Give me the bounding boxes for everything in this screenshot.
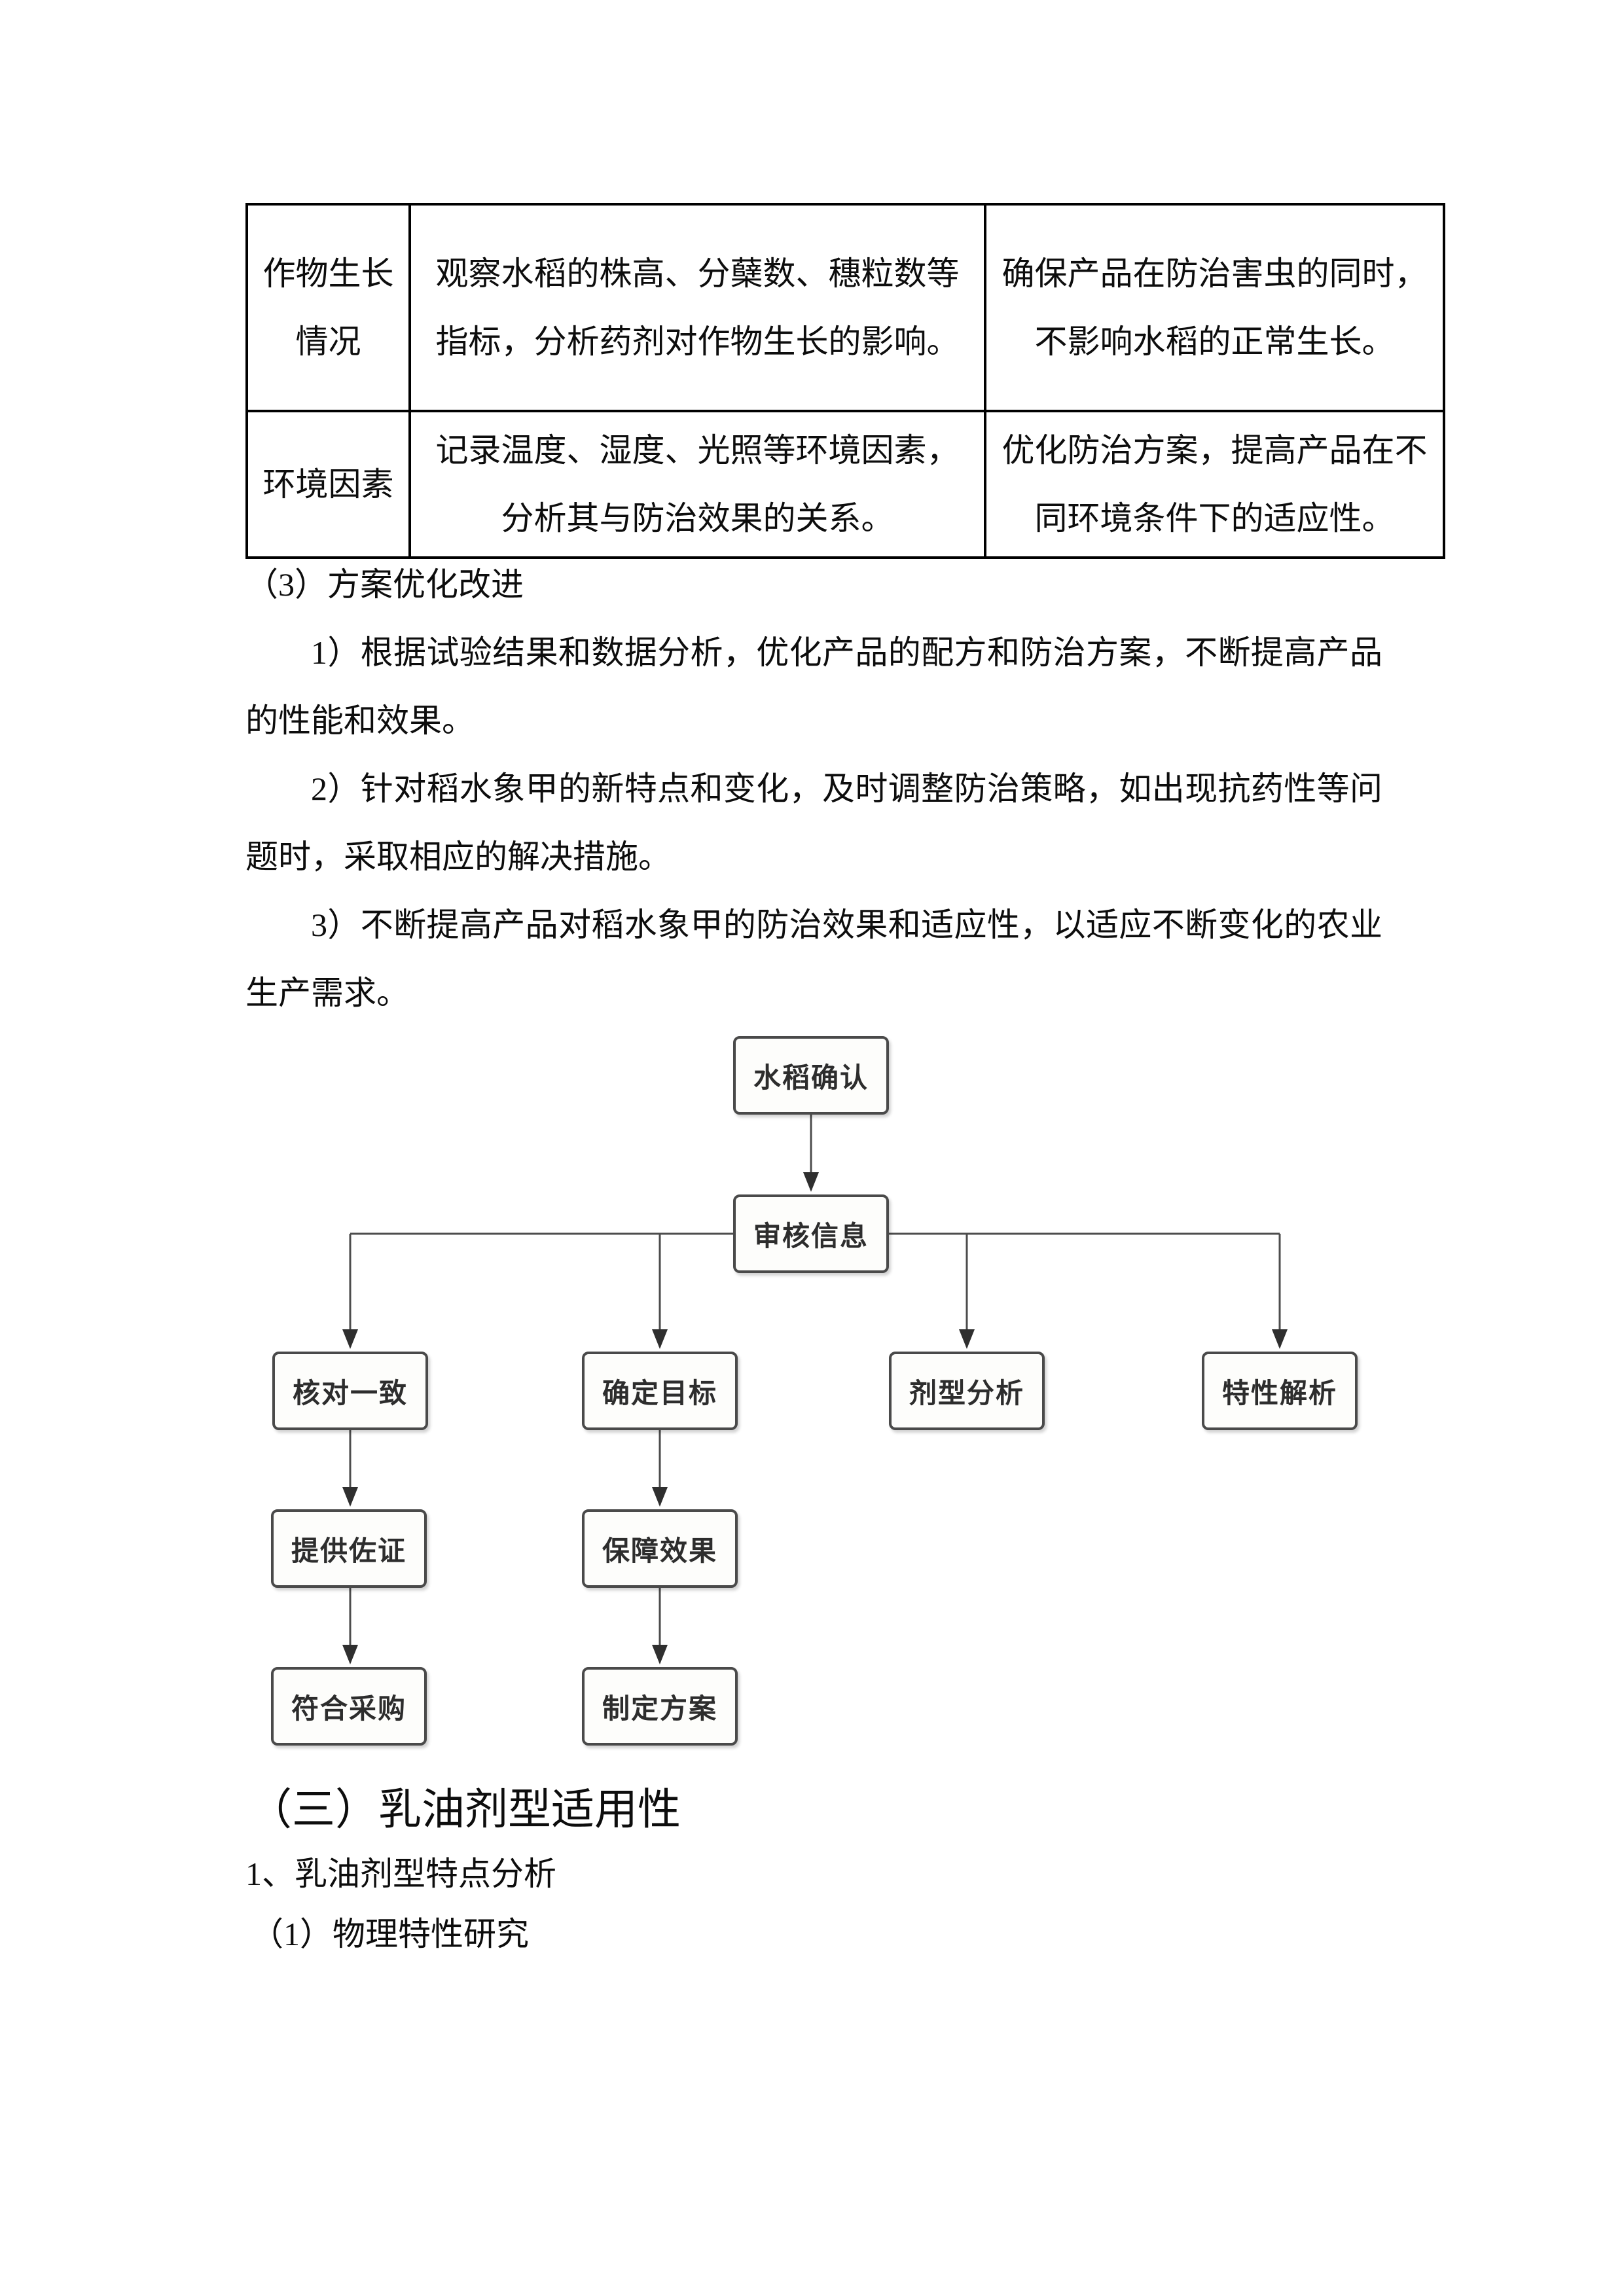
paragraph: 2）针对稻水象甲的新特点和变化，及时调整防治策略，如出现抗药性等问题时，采取相应… <box>245 770 1382 875</box>
section-subheading-2: （1）物理特性研究 <box>251 1916 529 1952</box>
table-cell-label: 环境因素 <box>245 410 411 559</box>
table-cell-label: 作物生长情况 <box>245 203 411 412</box>
table-row: 作物生长情况 观察水稻的株高、分蘖数、穗粒数等指标，分析药剂对作物生长的影响。 … <box>245 203 1445 412</box>
flowchart-node-evidence: 提供佐证 <box>271 1509 427 1588</box>
flowchart-node-confirm: 水稻确认 <box>733 1036 889 1115</box>
body-text-block: （3）方案优化改进 1）根据试验结果和数据分析，优化产品的配方和防治方案，不断提… <box>245 550 1382 1027</box>
table-cell-purpose: 确保产品在防治害虫的同时，不影响水稻的正常生长。 <box>984 203 1445 412</box>
flowchart-node-trait: 特性解析 <box>1202 1352 1358 1430</box>
sub-heading: （3）方案优化改进 <box>245 566 524 603</box>
flowchart-node-target: 确定目标 <box>582 1352 738 1430</box>
flowchart-node-review: 审核信息 <box>733 1194 889 1273</box>
comparison-table: 作物生长情况 观察水稻的株高、分蘖数、穗粒数等指标，分析药剂对作物生长的影响。 … <box>245 203 1445 559</box>
table-cell-method: 记录温度、湿度、光照等环境因素，分析其与防治效果的关系。 <box>408 410 986 559</box>
flowchart-node-check: 核对一致 <box>272 1352 428 1430</box>
table-cell-method: 观察水稻的株高、分蘖数、穗粒数等指标，分析药剂对作物生长的影响。 <box>408 203 986 412</box>
flowchart-node-plan: 制定方案 <box>582 1667 738 1746</box>
flowchart-node-dosage: 剂型分析 <box>889 1352 1045 1430</box>
table-cell-purpose: 优化防治方案，提高产品在不同环境条件下的适应性。 <box>984 410 1445 559</box>
section-subheading-1: 1、乳油剂型特点分析 <box>245 1856 556 1892</box>
section-heading: （三）乳油剂型适用性 <box>249 1786 681 1834</box>
paragraph: 3）不断提高产品对稻水象甲的防治效果和适应性，以适应不断变化的农业生产需求。 <box>245 906 1382 1011</box>
flowchart-node-procure: 符合采购 <box>271 1667 427 1746</box>
table-row: 环境因素 记录温度、湿度、光照等环境因素，分析其与防治效果的关系。 优化防治方案… <box>245 410 1445 559</box>
paragraph: 1）根据试验结果和数据分析，优化产品的配方和防治方案，不断提高产品的性能和效果。 <box>245 634 1382 739</box>
flowchart-node-effect: 保障效果 <box>582 1509 738 1588</box>
